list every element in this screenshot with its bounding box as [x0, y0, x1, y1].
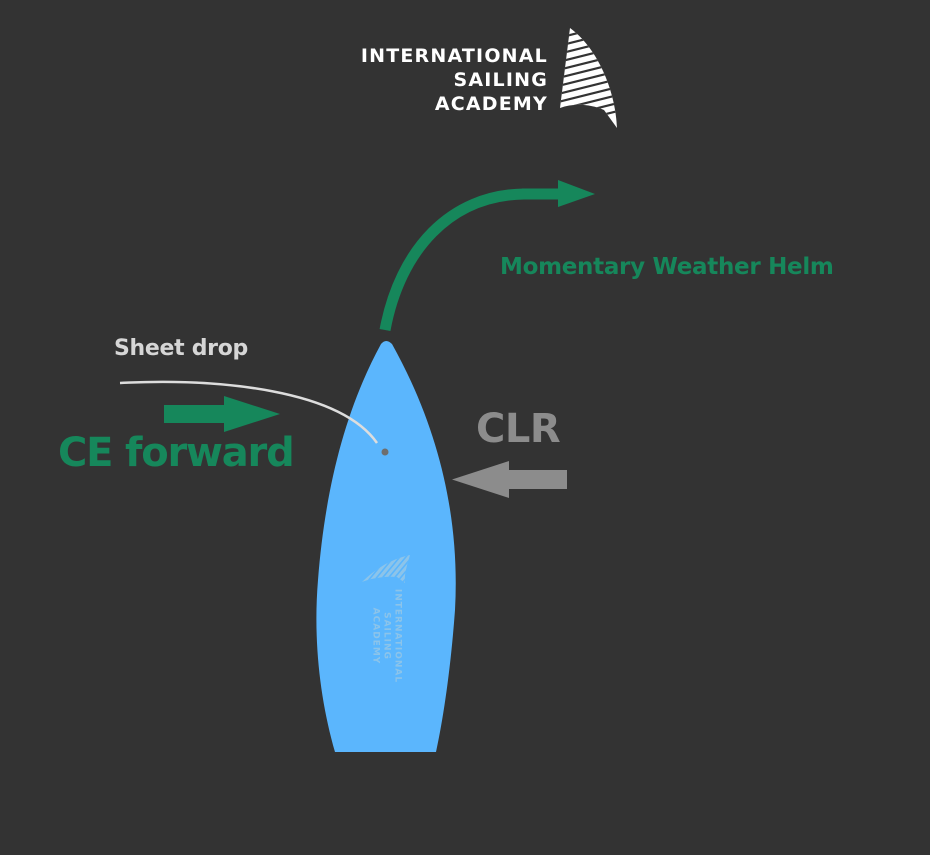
ce-forward-label: CE forward: [58, 430, 295, 476]
sheet-drop-line: [119, 380, 389, 456]
sheet-drop-label: Sheet drop: [114, 336, 248, 361]
logo-wordmark: INTERNATIONAL SAILING ACADEMY: [361, 44, 548, 116]
logo-line-3: ACADEMY: [434, 93, 548, 115]
boat-hull: [316, 341, 456, 752]
clr-label: CLR: [476, 406, 561, 452]
ce-forward-arrow: [164, 396, 280, 432]
hull-watermark-line-1: INTERNATIONAL: [392, 588, 403, 684]
hull-watermark-line-3: ACADEMY: [370, 607, 381, 665]
clr-arrow: [452, 461, 567, 498]
hull-watermark-text: INTERNATIONAL SAILING ACADEMY: [370, 589, 403, 683]
logo-line-2: SAILING: [453, 69, 548, 91]
weather-helm-label: Momentary Weather Helm: [500, 254, 834, 280]
logo-line-1: INTERNATIONAL: [360, 45, 548, 67]
hull-watermark-line-2: SAILING: [381, 612, 392, 660]
logo-sail-icon: [560, 28, 617, 128]
weather-helm-arrow: [379, 180, 595, 332]
